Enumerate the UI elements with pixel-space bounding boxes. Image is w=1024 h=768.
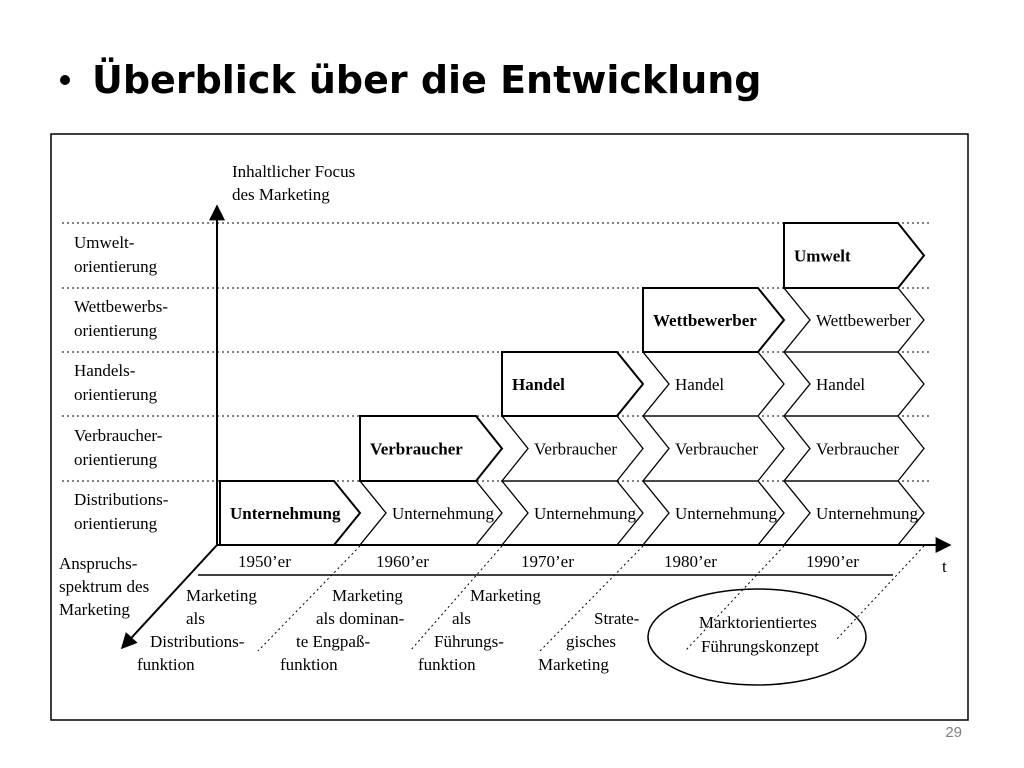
phase-line: als — [452, 609, 471, 628]
row-label-line: Wettbewerbs- — [74, 297, 168, 316]
decade-label: 1950’er — [238, 552, 291, 571]
step-block — [359, 415, 504, 482]
step-label: Unternehmung — [392, 504, 494, 523]
phase-strategisch: Strate- gisches Marketing — [538, 609, 644, 674]
phase-marktorientiert: Marktorientiertes Führungskonzept — [699, 613, 821, 656]
row-label-umwelt: Umwelt- orientierung — [74, 233, 158, 276]
step-label: Unternehmung — [675, 504, 777, 523]
step-label-focus: Verbraucher — [370, 440, 463, 459]
row-label-line: Umwelt- — [74, 233, 135, 252]
step-label: Verbraucher — [816, 440, 899, 459]
step-label-focus: Handel — [512, 375, 565, 394]
row-label-line: Verbraucher- — [74, 426, 163, 445]
depth-axis-label-line-1: Anspruchs- — [59, 554, 138, 573]
row-label-line: orientierung — [74, 385, 158, 404]
diagram-frame — [50, 133, 969, 721]
step-label: Unternehmung — [816, 504, 918, 523]
row-label-line: orientierung — [74, 450, 158, 469]
slide-title: Überblick über die Entwicklung — [60, 58, 762, 102]
step-block — [782, 480, 925, 546]
phase-fuehrung: Marketing als Führungs- funktion — [418, 586, 545, 674]
y-axis-label-line-1: Inhaltlicher Focus — [232, 162, 355, 181]
phase-descriptions: Marketing als Distributions- funktion Ma… — [137, 586, 644, 674]
depth-axis-label: Anspruchs- spektrum des Marketing — [59, 554, 153, 619]
step-label: Verbraucher — [534, 440, 617, 459]
phase-line: Distributions- — [150, 632, 245, 651]
phase-distribution: Marketing als Distributions- funktion — [137, 586, 261, 674]
decade-label: 1960’er — [376, 552, 429, 571]
phase-line: Marketing — [186, 586, 257, 605]
phase-divider — [257, 545, 361, 652]
row-label-line: Handels- — [74, 361, 136, 380]
step-label-focus: Umwelt — [794, 247, 851, 266]
slide-title-text: Überblick über die Entwicklung — [92, 58, 762, 102]
phase-line: als dominan- — [316, 609, 405, 628]
row-label-handel: Handels- orientierung — [74, 361, 158, 404]
phase-line: als — [186, 609, 205, 628]
phase-line: te Engpaß- — [296, 632, 370, 651]
phase-line: gisches — [566, 632, 616, 651]
phase-line: Strate- — [594, 609, 640, 628]
depth-axis — [120, 544, 218, 650]
step-block — [358, 480, 503, 546]
step-label-focus: Unternehmung — [230, 504, 341, 523]
phase-line: Marketing — [538, 655, 609, 674]
depth-axis-label-line-2: spektrum des — [59, 577, 149, 596]
row-label-verbraucher: Verbraucher- orientierung — [74, 426, 167, 469]
phase-divider — [835, 545, 925, 641]
step-block — [219, 480, 362, 546]
row-labels: Umwelt- orientierung Wettbewerbs- orient… — [74, 233, 173, 533]
step-label: Handel — [816, 375, 865, 394]
phase-divider — [685, 545, 785, 651]
phase-line: Marketing — [332, 586, 403, 605]
bullet-icon — [60, 75, 70, 85]
row-label-line: Distributions- — [74, 490, 169, 509]
step-block — [641, 480, 785, 546]
row-label-distribution: Distributions- orientierung — [74, 490, 173, 533]
phase-dividers — [257, 545, 925, 652]
decade-label: 1970’er — [521, 552, 574, 571]
phase-line: funktion — [137, 655, 195, 674]
row-label-line: orientierung — [74, 514, 158, 533]
step-block — [500, 480, 644, 546]
step-label-focus: Wettbewerber — [653, 311, 757, 330]
phase-line: funktion — [280, 655, 338, 674]
row-label-line: orientierung — [74, 257, 158, 276]
step-label: Unternehmung — [534, 504, 636, 523]
phase-line: Führungs- — [434, 632, 504, 651]
depth-axis-label-line-3: Marketing — [59, 600, 130, 619]
y-axis-label-line-2: des Marketing — [232, 185, 330, 204]
decade-labels: 1950’er 1960’er 1970’er 1980’er 1990’er — [238, 552, 859, 571]
step-block — [783, 222, 926, 289]
phase-line: Marktorientiertes — [699, 613, 817, 632]
phase-line: Führungskonzept — [701, 637, 819, 656]
marktorientiert-ellipse — [647, 588, 867, 686]
step-label: Verbraucher — [675, 440, 758, 459]
step-block — [642, 287, 786, 353]
decade-label: 1990’er — [806, 552, 859, 571]
page-number: 29 — [945, 724, 962, 741]
phase-line: funktion — [418, 655, 476, 674]
decade-label: 1980’er — [664, 552, 717, 571]
step-block — [501, 351, 645, 417]
phase-engpass: Marketing als dominan- te Engpaß- funkti… — [280, 586, 409, 674]
step-label: Wettbewerber — [816, 311, 911, 330]
phase-divider — [409, 545, 503, 652]
y-axis-label: Inhaltlicher Focus des Marketing — [232, 162, 359, 204]
time-axis-label: t — [942, 557, 947, 576]
row-label-wettbewerb: Wettbewerbs- orientierung — [74, 297, 172, 340]
phase-line: Marketing — [470, 586, 541, 605]
step-label: Handel — [675, 375, 724, 394]
row-label-line: orientierung — [74, 321, 158, 340]
